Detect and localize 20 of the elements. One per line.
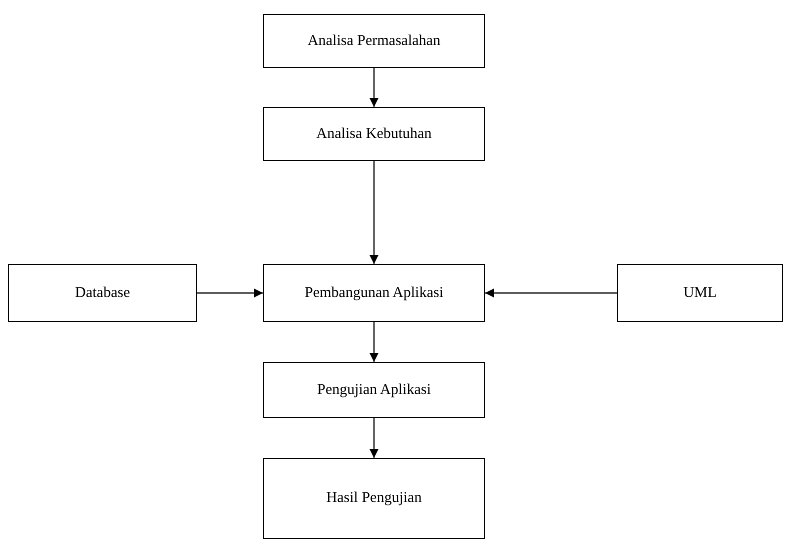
- process-box: [263, 362, 485, 418]
- box-label: Database: [75, 284, 130, 302]
- arrow: [370, 322, 378, 362]
- box-label: Pembangunan Aplikasi: [304, 284, 444, 302]
- box-label: Analisa Permasalahan: [308, 32, 440, 50]
- box-label: Pengujian Aplikasi: [317, 382, 431, 398]
- arrow: [370, 418, 378, 458]
- process-box: [617, 264, 783, 322]
- arrow: [197, 288, 263, 298]
- process-box: [8, 264, 197, 322]
- box-label: Analisa Kebutuhan: [316, 126, 432, 142]
- arrow: [485, 288, 617, 298]
- arrow: [370, 161, 378, 264]
- process-box: [263, 264, 485, 322]
- box-label: UML: [683, 284, 717, 302]
- arrow: [370, 68, 378, 107]
- box-label: Hasil Pengujian: [326, 490, 422, 507]
- process-box: [263, 458, 485, 539]
- process-box: [263, 107, 485, 161]
- process-box: [263, 14, 485, 68]
